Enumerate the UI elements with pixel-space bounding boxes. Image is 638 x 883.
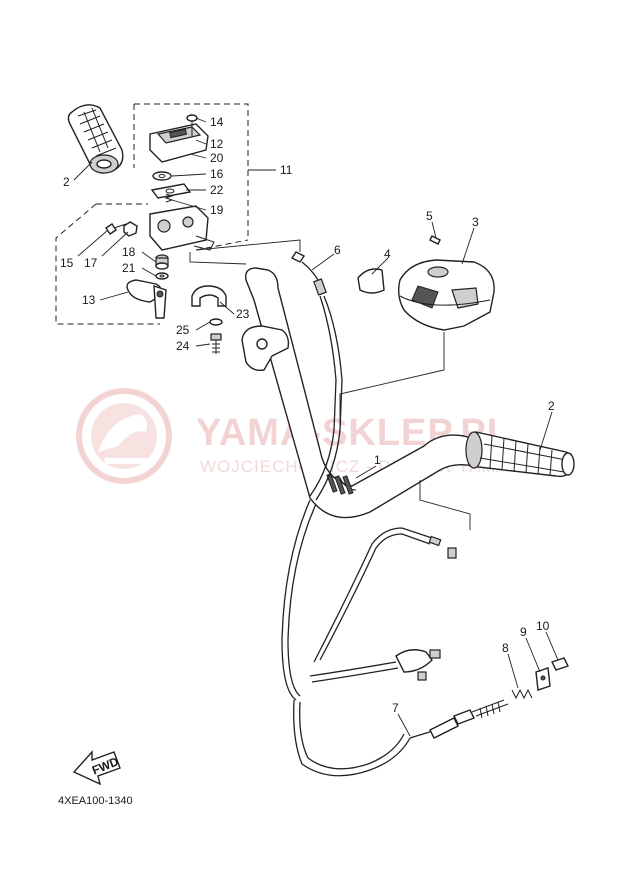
label-part-22: 22 [210,183,224,197]
label-part-24: 24 [176,339,190,353]
brake-cable-6 [290,251,343,501]
label-part-16: 16 [210,167,224,181]
label-part-25: 25 [176,323,190,337]
label-part-7: 7 [392,701,399,715]
label-part-13: 13 [82,293,96,307]
spring-19 [164,193,174,203]
screw-15 [105,223,127,235]
screw-5 [429,235,441,245]
label-part-2-right: 2 [548,399,555,413]
nut-10 [551,657,569,671]
label-part-8: 8 [502,641,509,655]
label-part-3: 3 [472,215,479,229]
switch-assembly-outline [55,103,249,325]
label-part-17: 17 [84,256,98,270]
label-part-1: 1 [374,453,381,467]
label-part-11: 11 [280,163,293,177]
cable-loop [281,499,457,777]
bracket-9 [535,667,551,691]
bolt-24 [210,333,222,354]
switch-housing-upper [149,123,209,163]
label-part-4: 4 [384,247,391,261]
washer-16 [152,171,172,181]
label-part-19: 19 [210,203,224,217]
label-part-21: 21 [122,261,136,275]
throttle-elbow [309,649,441,683]
watermark-logo [76,388,172,484]
label-part-15: 15 [60,256,74,270]
plate-22 [150,183,192,199]
label-part-23: 23 [236,307,250,321]
label-part-2-left: 2 [63,175,70,189]
label-part-12: 12 [210,137,224,151]
diagram-code: 4XEA100-1340 [58,795,133,807]
part-labels: 2 14 12 20 11 16 22 19 15 17 18 21 13 23… [60,115,555,715]
washer-21 [155,272,169,280]
label-part-9: 9 [520,625,527,639]
washer-25 [209,318,223,326]
spring-8 [511,688,533,700]
cover-4 [357,268,385,294]
label-part-18: 18 [122,245,136,259]
right-group-outline [189,239,471,530]
label-part-20: 20 [210,151,224,165]
thumb-lever-13 [126,279,167,319]
leader-lines [73,117,559,737]
label-part-10: 10 [536,619,550,633]
clamp-23 [191,285,227,307]
switch-housing-lower [149,205,215,251]
left-grip [67,104,124,174]
washer-18 [155,254,169,270]
label-part-5: 5 [426,209,433,223]
fwd-arrow: FWD [72,750,121,786]
label-part-6: 6 [334,243,341,257]
handlebar [241,267,479,519]
right-grip [465,431,575,478]
adjuster-cable-7 [409,699,509,739]
label-part-14: 14 [210,115,224,129]
throttle-housing-3 [397,259,495,331]
